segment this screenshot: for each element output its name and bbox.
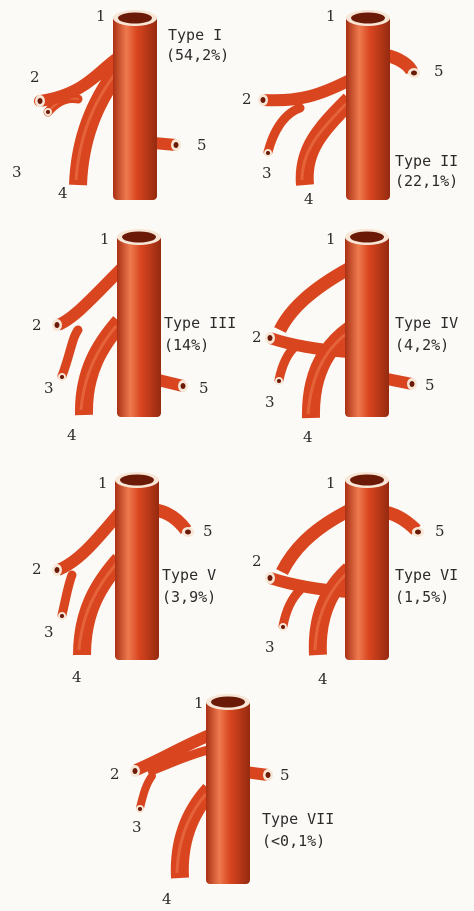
main-trunk (115, 478, 159, 660)
type-title: Type III (164, 314, 236, 332)
label-5: 5 (434, 62, 444, 80)
branch-3 (268, 108, 300, 152)
branch-3 (62, 330, 78, 376)
label-4: 4 (318, 670, 328, 688)
type-title: Type II (395, 152, 458, 170)
label-4: 4 (67, 426, 77, 444)
label-3: 3 (265, 393, 275, 411)
label-5: 5 (435, 522, 445, 540)
label-4: 4 (303, 428, 313, 446)
type-title: Type VII (262, 810, 334, 828)
label-1: 1 (194, 694, 204, 712)
type-percent: (<0,1%) (262, 832, 325, 850)
branch-3 (279, 346, 296, 380)
branch-2 (58, 268, 122, 325)
label-2: 2 (30, 68, 40, 86)
branch-2 (280, 268, 350, 330)
panel-type-6: 1 2 3 4 5 Type VI (1,5%) (252, 472, 458, 688)
label-4: 4 (304, 190, 314, 208)
panel-type-2: 1 2 3 4 5 Type II (22,1%) (242, 7, 458, 208)
panel-type-4: 1 2 3 4 5 Type IV (4,2%) (252, 229, 458, 446)
label-1: 1 (326, 230, 336, 248)
main-trunk (113, 16, 157, 200)
label-3: 3 (132, 818, 142, 836)
label-2: 2 (252, 552, 262, 570)
type-title: Type I (168, 26, 222, 44)
label-5: 5 (203, 522, 213, 540)
branch-2 (263, 80, 350, 100)
label-2: 2 (32, 316, 42, 334)
label-5: 5 (199, 379, 209, 397)
label-4: 4 (162, 890, 172, 908)
label-5: 5 (280, 766, 290, 784)
main-trunk (117, 235, 161, 417)
type-percent: (14%) (164, 336, 209, 354)
branch-3 (283, 590, 300, 626)
main-trunk (346, 16, 390, 200)
type-percent: (22,1%) (395, 172, 458, 190)
branch-2 (282, 510, 350, 572)
label-5: 5 (197, 136, 207, 154)
label-2: 2 (32, 560, 42, 578)
label-3: 3 (262, 164, 272, 182)
panel-type-7: 1 2 3 4 5 Type VII (<0,1%) (110, 694, 334, 908)
label-1: 1 (96, 7, 106, 25)
main-trunk (345, 235, 389, 417)
main-trunk (206, 700, 250, 884)
panel-type-5: 1 2 3 4 5 Type V (3,9%) (32, 472, 216, 686)
label-2: 2 (242, 90, 252, 108)
branch-5 (155, 510, 186, 530)
label-2: 2 (252, 328, 262, 346)
label-3: 3 (265, 638, 275, 656)
branch-vessels (270, 268, 412, 418)
branch-5 (385, 512, 416, 530)
type-percent: (54,2%) (166, 46, 229, 64)
branch-3 (62, 575, 72, 615)
label-3: 3 (44, 379, 54, 397)
type-title: Type V (162, 566, 216, 584)
type-title: Type VI (395, 566, 458, 584)
main-trunk (345, 478, 389, 660)
type-title: Type IV (395, 314, 458, 332)
label-4: 4 (58, 184, 68, 202)
label-1: 1 (326, 7, 336, 25)
label-5: 5 (425, 376, 435, 394)
label-1: 1 (98, 474, 108, 492)
label-2: 2 (110, 765, 120, 783)
label-1: 1 (326, 474, 336, 492)
label-4: 4 (72, 668, 82, 686)
label-3: 3 (12, 163, 22, 181)
label-3: 3 (44, 623, 54, 641)
panel-type-3: 1 2 3 4 5 Type III (14%) (32, 229, 236, 444)
type-percent: (4,2%) (395, 336, 449, 354)
type-percent: (3,9%) (162, 588, 216, 606)
panel-type-1: 1 2 3 4 5 Type I (54,2%) (12, 7, 229, 202)
branch-3 (140, 776, 152, 808)
type-percent: (1,5%) (395, 588, 449, 606)
label-1: 1 (100, 230, 110, 248)
